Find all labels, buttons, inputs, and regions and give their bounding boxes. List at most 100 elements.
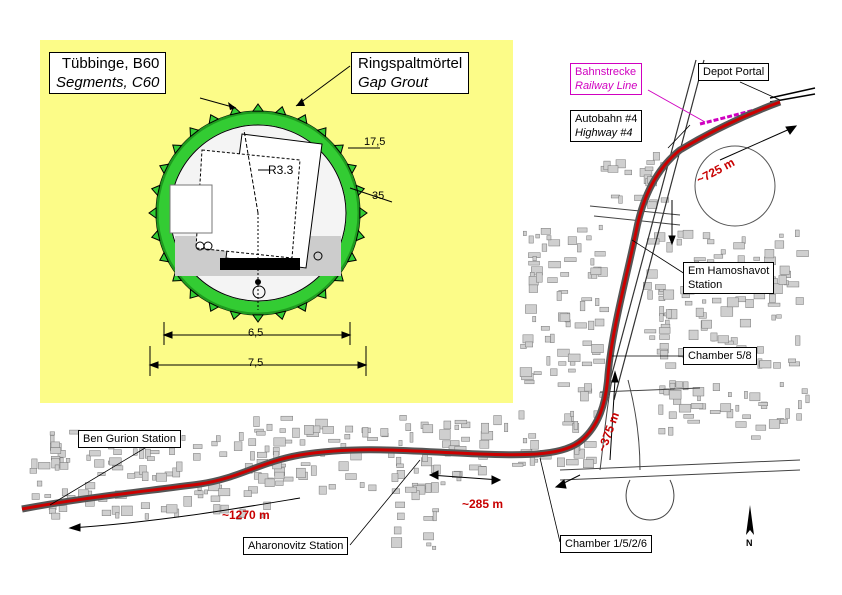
building	[442, 440, 451, 448]
building	[440, 481, 446, 486]
building	[398, 440, 403, 447]
building	[257, 451, 268, 458]
building	[233, 441, 243, 451]
building	[707, 239, 715, 245]
building	[344, 434, 351, 440]
ring-tooth	[189, 127, 200, 138]
building	[425, 483, 432, 493]
building	[59, 462, 69, 470]
building	[139, 448, 145, 459]
building	[345, 425, 354, 433]
segments-label-de: Tübbinge, B60	[61, 55, 160, 72]
building	[710, 332, 718, 342]
building	[413, 467, 419, 474]
building	[65, 458, 71, 463]
building	[273, 437, 286, 447]
dim-17-5: 17,5	[364, 136, 386, 148]
building	[519, 367, 533, 377]
building	[536, 272, 543, 283]
building	[745, 299, 754, 308]
building	[688, 329, 699, 340]
building	[328, 438, 341, 443]
building	[89, 450, 101, 457]
building	[152, 475, 157, 481]
em-hamoshavot-station-label: Em Hamoshavot Station	[683, 262, 775, 294]
building	[550, 333, 555, 343]
building	[51, 512, 61, 520]
ring-tooth	[251, 314, 265, 323]
building	[530, 440, 539, 450]
building	[274, 471, 285, 480]
building	[570, 410, 574, 417]
building	[687, 419, 700, 424]
building	[541, 243, 548, 252]
building	[393, 526, 402, 535]
ring-tooth	[150, 229, 161, 242]
building	[675, 381, 683, 388]
building	[338, 461, 349, 472]
building	[796, 413, 802, 421]
building	[795, 297, 804, 305]
building	[423, 532, 434, 541]
building	[524, 379, 535, 385]
building	[779, 382, 784, 387]
building	[663, 388, 670, 396]
distance-arrows	[68, 125, 798, 532]
building	[54, 464, 60, 471]
building	[764, 249, 775, 259]
building	[243, 490, 252, 497]
building	[658, 404, 664, 415]
building	[548, 261, 561, 269]
building	[397, 512, 405, 520]
building	[759, 360, 772, 369]
building	[785, 408, 790, 419]
ring-tooth	[355, 229, 366, 242]
building	[44, 494, 52, 498]
depot-portal-label: Depot Portal	[698, 63, 770, 81]
roads	[559, 145, 801, 521]
building	[591, 344, 604, 353]
building	[535, 233, 540, 239]
dim-35: 35	[372, 190, 385, 202]
building	[547, 277, 558, 283]
building	[590, 267, 602, 275]
building	[522, 438, 528, 444]
building	[193, 453, 201, 461]
building	[733, 242, 745, 250]
building	[652, 152, 660, 161]
dimension-lines	[148, 322, 368, 376]
building	[367, 437, 378, 441]
building	[659, 313, 664, 322]
building	[663, 289, 675, 300]
building	[739, 318, 751, 328]
building	[712, 297, 722, 304]
building	[380, 428, 389, 437]
building	[796, 250, 809, 257]
building	[654, 232, 666, 242]
building	[590, 258, 595, 266]
building	[204, 489, 208, 495]
building	[210, 495, 221, 502]
building	[567, 353, 581, 362]
building	[422, 424, 434, 434]
building	[264, 445, 270, 453]
building	[540, 326, 550, 331]
building	[786, 281, 800, 288]
building	[528, 235, 534, 244]
segments-label-en: Segments, C60	[56, 74, 160, 91]
building	[767, 302, 781, 307]
building	[101, 509, 112, 516]
ring-tooth	[150, 184, 161, 197]
building	[422, 454, 428, 462]
building	[735, 421, 747, 428]
radius-label: R3.3	[268, 163, 294, 177]
building	[720, 306, 734, 317]
building	[702, 232, 711, 240]
building	[577, 227, 588, 233]
building	[769, 293, 776, 303]
building	[395, 501, 405, 508]
building	[744, 391, 748, 399]
building	[701, 319, 712, 329]
building	[610, 194, 620, 199]
building	[557, 348, 570, 357]
